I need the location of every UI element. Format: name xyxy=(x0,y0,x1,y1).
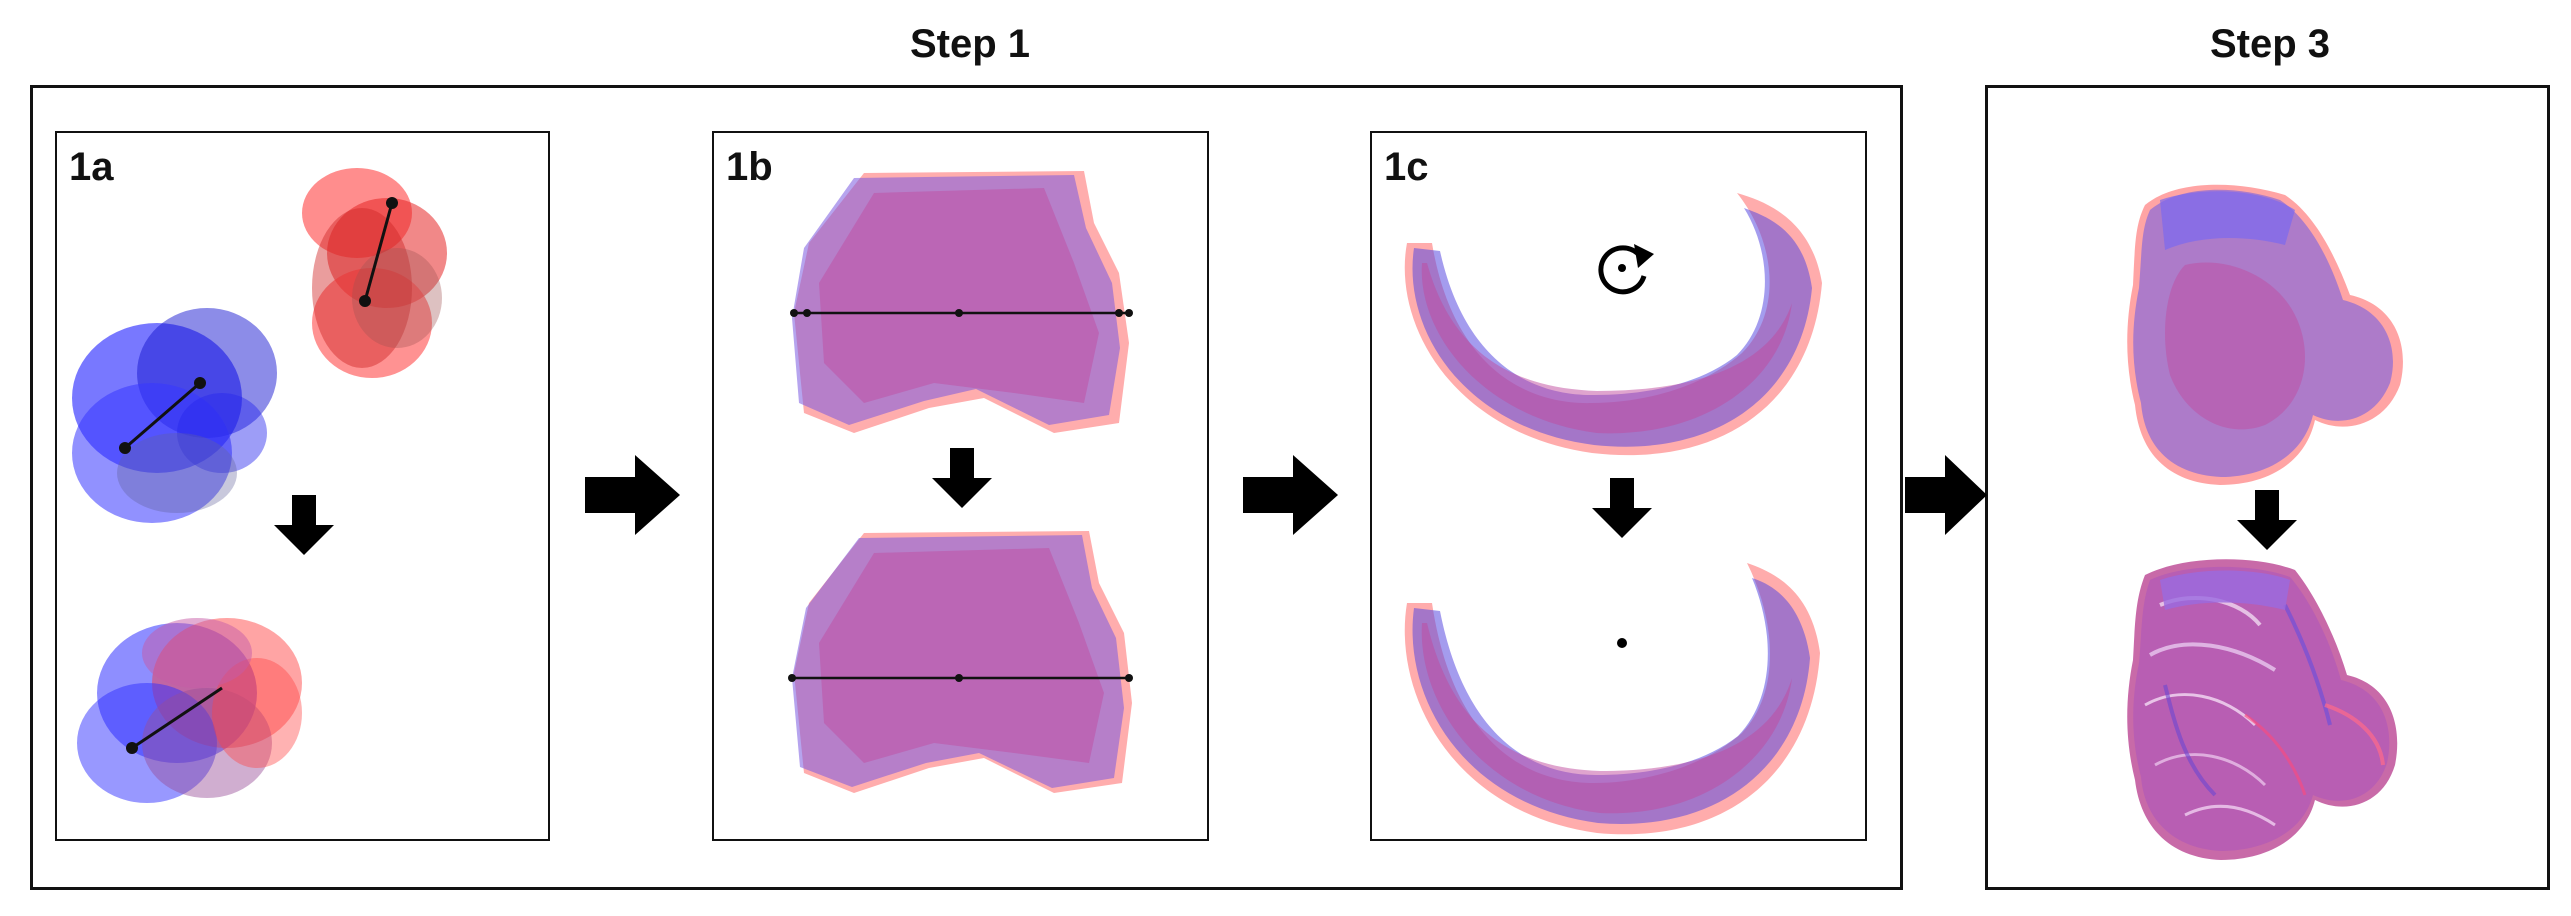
arrow-icon-1b-1c xyxy=(1243,455,1338,535)
panel-1c-label: 1c xyxy=(1384,145,1429,189)
overlay-axis-point xyxy=(126,742,138,754)
panel-1b-artwork xyxy=(788,171,1133,793)
red-axis-line xyxy=(363,202,394,302)
femur-3d-averaged-bottom xyxy=(2127,559,2398,860)
meniscus-crescent-top xyxy=(1404,193,1822,456)
arrow-icon xyxy=(1592,478,1652,538)
femur-overlay-bottom xyxy=(792,531,1132,793)
step-1-title: Step 1 xyxy=(909,22,1031,66)
step-3-title: Step 3 xyxy=(2209,22,2331,66)
step-1-frame xyxy=(30,85,1903,890)
rotate-icon xyxy=(1598,244,1654,295)
panel-1a-artwork xyxy=(72,168,447,803)
arrow-icon xyxy=(932,448,992,508)
arrow-icon-1a-1b xyxy=(585,455,680,535)
panel-1b-label: 1b xyxy=(726,145,773,189)
red-axis-point-bottom xyxy=(359,295,371,307)
step-3-artwork xyxy=(2127,184,2403,860)
blue-axis-point-bottom xyxy=(119,442,131,454)
arrow-icon xyxy=(2237,490,2297,550)
panel-1a-label: 1a xyxy=(69,145,114,189)
panel-1c: 1c xyxy=(1370,131,1867,841)
center-point xyxy=(1617,638,1627,648)
panel-1a: 1a xyxy=(55,131,550,841)
red-axis-point-top xyxy=(386,197,398,209)
overlay-axis-line xyxy=(131,686,223,750)
femur-overlay-top xyxy=(792,171,1129,433)
arrow-icon xyxy=(274,495,334,555)
blue-bone-shape xyxy=(72,308,277,523)
step-3-frame xyxy=(1985,85,2550,890)
arrow-icon-step1-step3 xyxy=(1905,455,1987,535)
panel-1b: 1b xyxy=(712,131,1209,841)
meniscus-crescent-bottom xyxy=(1404,563,1820,835)
aligned-overlay-shape xyxy=(77,618,302,803)
panel-1c-artwork xyxy=(1404,193,1822,835)
femur-3d-overlay-top xyxy=(2127,184,2403,485)
red-bone-shape xyxy=(302,168,447,378)
blue-axis-line xyxy=(124,381,201,450)
blue-axis-point-top xyxy=(194,377,206,389)
